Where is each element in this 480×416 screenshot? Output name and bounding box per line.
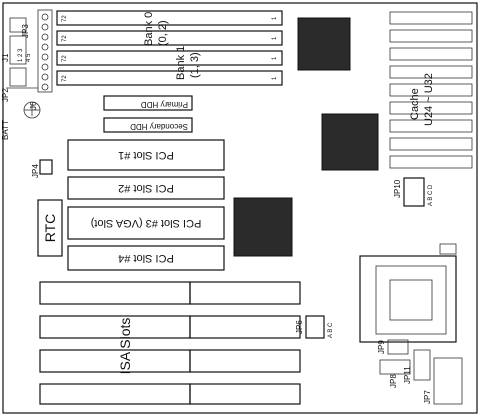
bank1-sub: (1, 3): [189, 52, 201, 78]
jp11-header: [413, 349, 431, 381]
j1-label: J1: [1, 53, 10, 62]
cpu-die: [389, 279, 433, 321]
j1-pins-top: 1 2 3: [18, 48, 24, 62]
pci-slot-2: [67, 176, 225, 200]
simm3-pin1: 1: [272, 56, 278, 60]
simm4-pin1: 1: [272, 76, 278, 80]
pci-slot-1-label: PCI Slot #1: [118, 149, 174, 161]
simm4-pin72: 72: [62, 75, 68, 82]
cpu-socket: [359, 255, 457, 343]
j6-header: [37, 9, 53, 93]
jp3-label: JP3: [21, 24, 30, 38]
j1-pins-bottom: 4 5: [26, 53, 32, 62]
rtc-chip: [37, 199, 63, 257]
isa-slots-label: ISA Slots: [117, 318, 133, 375]
simm1-pin1: 1: [272, 16, 278, 20]
jp6-header: [305, 315, 325, 339]
secondary-hdd-label: Secondary HDD: [130, 122, 188, 131]
bank0-label: Bank 0: [143, 12, 155, 46]
pci-slot-4: [67, 245, 225, 271]
jp8-label: JP8: [389, 374, 398, 388]
jp9-label: JP9: [377, 340, 386, 354]
rtc-label: RTC: [42, 214, 58, 243]
pci-slot-1: [67, 139, 225, 171]
primary-hdd-connector: [103, 95, 193, 111]
simm1-pin72: 72: [62, 15, 68, 22]
pci-slot-3: [67, 206, 225, 240]
jp10-label: JP10: [393, 179, 402, 198]
bank0-sub: (0, 2): [157, 20, 169, 46]
jp2-label: JP2: [1, 88, 10, 102]
io-controller-chip: [233, 197, 293, 257]
isa-slots: [39, 281, 301, 405]
pci-slot-4-label: PCI Slot #4: [118, 252, 174, 264]
secondary-hdd-connector: [103, 117, 193, 133]
jp9-header: [387, 339, 409, 355]
cpu-socket-inner: [375, 265, 447, 335]
simm-slots: [56, 10, 283, 86]
jp11-label: JP11: [403, 366, 412, 384]
jp4-label: JP4: [31, 164, 40, 178]
simm2-pin1: 1: [272, 36, 278, 40]
j6-label: J6: [29, 101, 38, 110]
cache-label: Cache: [409, 88, 421, 120]
jp8-header: [379, 359, 411, 375]
jp6-label: JP6: [295, 320, 304, 334]
pci-slot-3-label: PCI Slot #3 (VGA Slot): [91, 217, 202, 229]
batt-label: BATT: [1, 120, 10, 140]
bank1-label: Bank 1: [175, 46, 187, 80]
jp7-label: JP7: [423, 390, 432, 404]
primary-hdd-label: Primary HDD: [141, 100, 188, 109]
pci-slot-2-label: PCI Slot #2: [118, 182, 174, 194]
cache-sub-label: U24 ~ U32: [423, 73, 435, 126]
simm2-pin72: 72: [62, 35, 68, 42]
simm3-pin72: 72: [62, 55, 68, 62]
cache-sockets: [389, 11, 473, 169]
jp7-header: [433, 357, 463, 405]
jp10-pins: A B C D: [428, 184, 434, 206]
jp10-header: [403, 177, 425, 207]
socket-lever: [439, 243, 457, 255]
chipset-south: [321, 113, 379, 171]
jp6-pins: A B C: [328, 322, 334, 338]
left-edge-connectors: [6, 17, 41, 119]
jp4-header: [39, 159, 53, 175]
chipset-north: [297, 17, 351, 71]
